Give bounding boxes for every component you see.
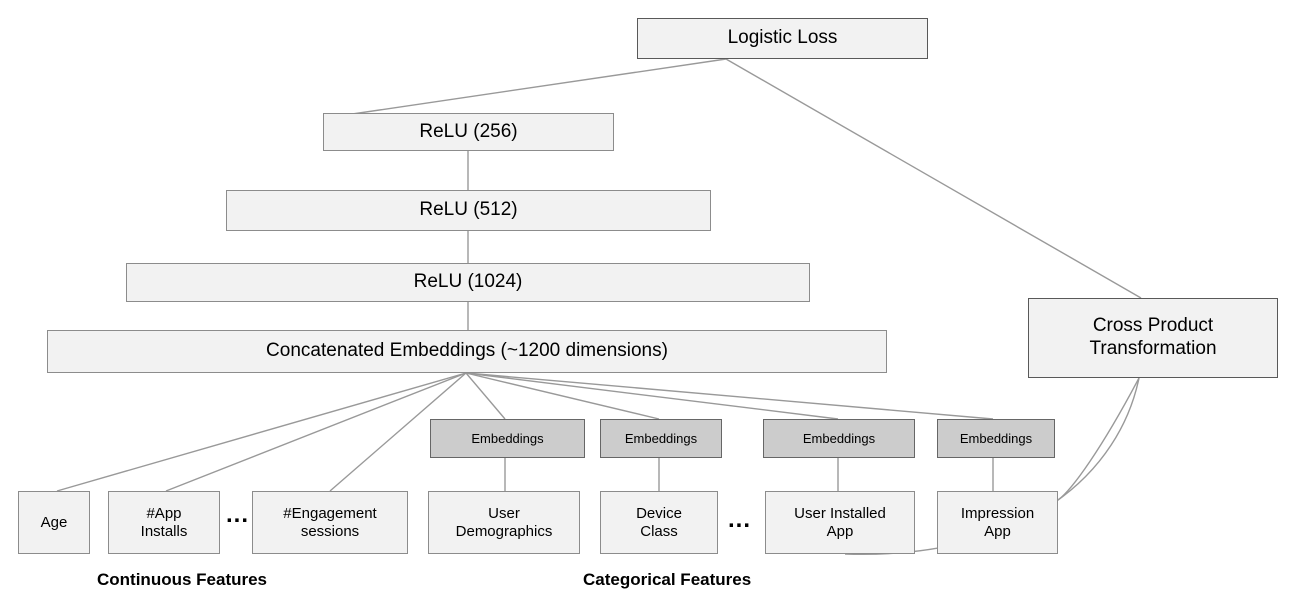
feature-box-app-installs-label: #App Installs [140,504,188,540]
feature-box-user-demographics[interactable]: User Demographics [428,491,580,554]
edge-concat-to-app-installs [165,372,467,492]
node-embeddings-user-demographics[interactable]: Embeddings [430,419,585,458]
feature-box-engagement-sessions-label: #Engagement sessions [283,504,377,540]
node-logistic-loss-label: Logistic Loss [727,27,838,49]
node-relu-256-label: ReLU (256) [419,120,518,142]
node-embeddings-impression-app-label: Embeddings [959,430,1033,446]
node-embeddings-device-class[interactable]: Embeddings [600,419,722,458]
feature-box-engagement-sessions[interactable]: #Engagement sessions [252,491,408,554]
edge-concat-to-embeddings-3 [465,372,839,420]
feature-box-user-demographics-label: User Demographics [455,504,553,540]
edge-concat-to-age [56,372,467,492]
edge-concat-to-embeddings-1 [465,372,506,420]
feature-box-app-installs[interactable]: #App Installs [108,491,220,554]
feature-box-impression-app-label: Impression App [960,504,1035,540]
group-label-continuous-features: Continuous Features [97,570,268,589]
feature-box-age-label: Age [40,513,68,531]
edge-concat-to-embeddings-4 [465,372,994,420]
feature-box-device-class-label: Device Class [636,504,682,540]
feature-box-age[interactable]: Age [18,491,90,554]
node-embeddings-user-demographics-label: Embeddings [471,430,544,446]
node-cross-product-transformation[interactable]: Cross Product Transformation [1028,298,1278,378]
feature-box-user-installed-app[interactable]: User Installed App [765,491,915,554]
node-relu-256[interactable]: ReLU (256) [323,113,614,151]
ellipsis-continuous-features: ... [226,501,250,528]
node-cross-product-transformation-label: Cross Product Transformation [1089,315,1217,359]
node-relu-1024[interactable]: ReLU (1024) [126,263,810,302]
node-embeddings-impression-app[interactable]: Embeddings [937,419,1055,458]
node-relu-1024-label: ReLU (1024) [413,271,523,293]
feature-box-user-installed-app-label: User Installed App [794,504,886,540]
node-logistic-loss[interactable]: Logistic Loss [637,18,928,59]
ellipsis-categorical-features: ... [728,506,752,533]
node-concatenated-embeddings-label: Concatenated Embeddings (~1200 dimension… [266,340,668,362]
edge-loss-to-relu256 [331,58,727,118]
node-concatenated-embeddings[interactable]: Concatenated Embeddings (~1200 dimension… [47,330,887,373]
node-relu-512[interactable]: ReLU (512) [226,190,711,231]
node-embeddings-user-installed-app[interactable]: Embeddings [763,419,915,458]
feature-box-impression-app[interactable]: Impression App [937,491,1058,554]
node-embeddings-user-installed-app-label: Embeddings [802,430,876,446]
feature-box-device-class[interactable]: Device Class [600,491,718,554]
node-relu-512-label: ReLU (512) [419,199,518,221]
node-embeddings-device-class-label: Embeddings [624,430,698,446]
edge-concat-to-embeddings-2 [465,372,660,420]
group-label-categorical-features: Categorical Features [583,570,752,589]
edge-cross-product-to-impression-app [1057,377,1140,501]
